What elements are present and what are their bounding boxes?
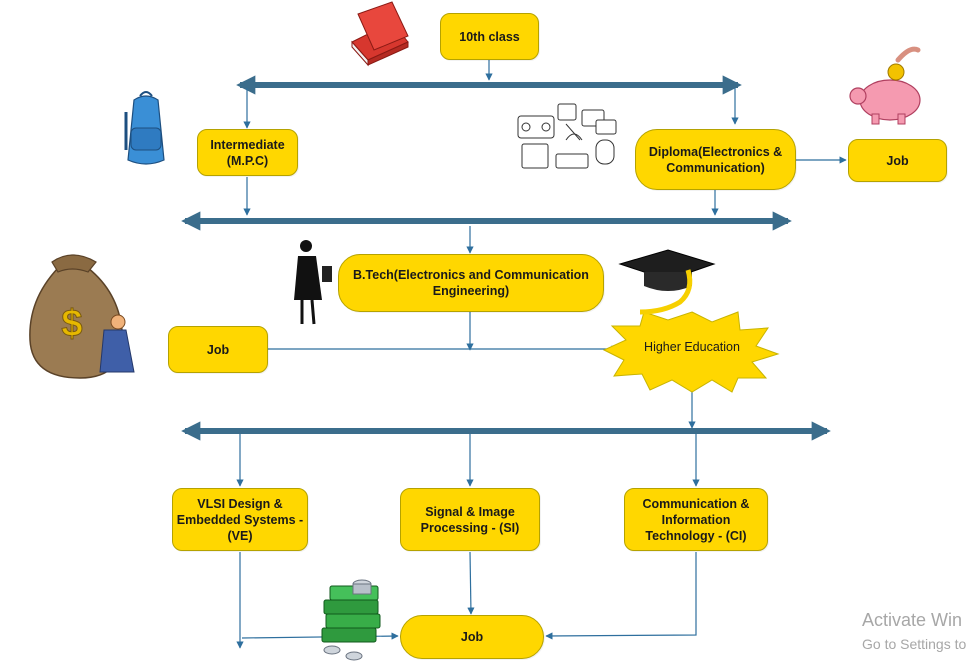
job-after-diploma-node: Job	[848, 139, 947, 182]
red-book-icon	[351, 1, 409, 67]
cash-stacks-icon	[321, 579, 381, 661]
money-bag-icon: $	[29, 254, 135, 379]
backpack-icon	[124, 91, 165, 165]
piggy-bank-icon	[849, 46, 921, 125]
job-after-btech-node: Job	[168, 326, 268, 373]
final-job-node: Job	[400, 615, 544, 659]
diploma-node: Diploma(Electronics & Communication)	[635, 129, 796, 190]
electronics-doodle-icon	[517, 103, 617, 169]
higher-education-label: Higher Education	[644, 340, 740, 354]
connector-arrows	[236, 60, 847, 649]
vlsi-node: VLSI Design & Embedded Systems - (VE)	[172, 488, 308, 551]
business-woman-icon	[294, 240, 332, 325]
higher-education-burst	[602, 311, 780, 393]
btech-node: B.Tech(Electronics and Communication Eng…	[338, 254, 604, 312]
graduation-cap-icon	[618, 249, 716, 315]
svg-text:$: $	[61, 303, 82, 345]
activation-watermark-title: Activate Win	[862, 610, 963, 630]
signal-processing-node: Signal & Image Processing - (SI)	[400, 488, 540, 551]
tenth-class-node: 10th class	[440, 13, 539, 60]
activation-watermark-subtitle: Go to Settings to	[862, 636, 967, 652]
intermediate-node: Intermediate (M.P.C)	[197, 129, 298, 176]
communication-it-node: Communication & Information Technology -…	[624, 488, 768, 551]
